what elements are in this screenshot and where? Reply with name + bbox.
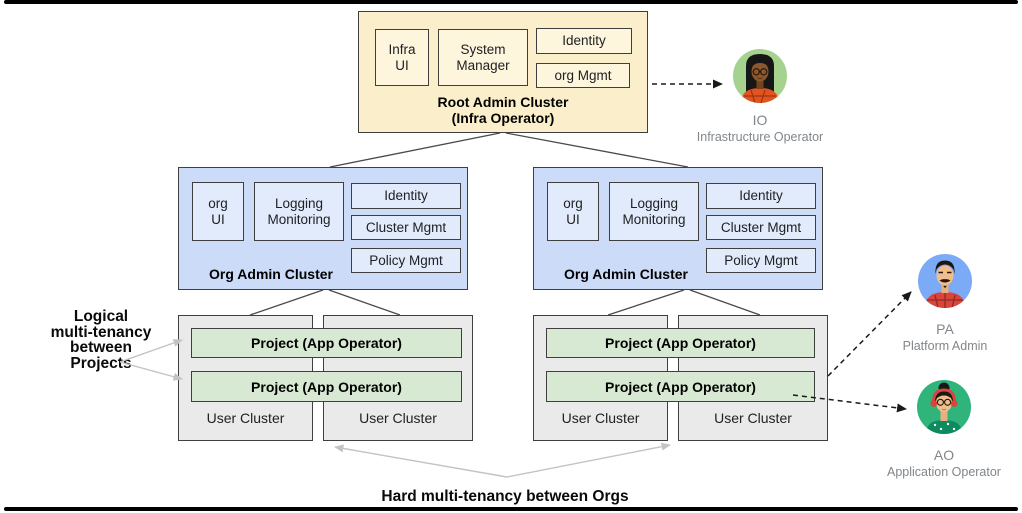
arrow-hard-tenancy-left [334,444,508,478]
hard-multitenancy-label: Hard multi-tenancy between Orgs [381,488,629,505]
org-cluster-title: Org Admin Cluster [564,266,688,282]
ao-avatar-icon [917,380,971,434]
component-policy-mgmt: Policy Mgmt [351,248,461,273]
component-identity: Identity [351,183,461,209]
line-orgleft-to-uc2 [328,289,401,316]
line-root-to-org-left [329,132,501,168]
user-cluster-label: User Cluster [561,410,640,426]
component-policy-mgmt: Policy Mgmt [706,248,816,273]
component-logging-monitoring-label: Logging Monitoring [622,195,686,227]
arrow-hard-tenancy-right [506,442,671,478]
component-policy-mgmt-label: Policy Mgmt [369,252,443,268]
component-org-ui-label: org UI [563,195,583,227]
line-orgleft-to-uc1 [249,289,324,316]
org-admin-cluster-right-box: org UI Logging Monitoring Identity Clust… [533,167,823,290]
ao-abbr: AO [933,447,955,463]
root-cluster-title-line2: (Infra Operator) [451,110,555,127]
component-infra-ui-label: Infra UI [388,41,416,73]
component-cluster-mgmt-label: Cluster Mgmt [365,219,447,235]
root-cluster-title: Root Admin Cluster (Infra Operator) [359,94,647,126]
io-role: Infrastructure Operator [696,130,824,144]
line-orgright-to-uc2 [689,289,761,316]
project-bar: Project (App Operator) [546,328,815,358]
top-edge-bar [4,0,1018,4]
user-cluster-label: User Cluster [206,410,285,426]
io-avatar-icon [733,49,787,103]
pa-abbr: PA [936,321,954,337]
component-infra-ui: Infra UI [375,29,429,86]
logical-label-line3: between [69,339,132,356]
org-admin-cluster-left-box: org UI Logging Monitoring Identity Clust… [178,167,468,290]
logical-label-line4: Projects [70,354,132,372]
component-policy-mgmt-label: Policy Mgmt [724,252,798,268]
line-orgright-to-uc1 [607,289,685,316]
io-abbr: IO [752,112,768,128]
component-cluster-mgmt-label: Cluster Mgmt [720,219,802,235]
component-logging-monitoring: Logging Monitoring [609,182,699,241]
component-identity-label: Identity [739,188,783,204]
project-bar: Project (App Operator) [191,371,462,402]
component-org-mgmt: org Mgmt [536,63,630,88]
line-root-to-org-right [505,132,689,168]
user-cluster-label: User Cluster [714,410,792,426]
component-logging-monitoring-label: Logging Monitoring [267,195,331,227]
root-admin-cluster-box: Infra UI System Manager Identity org Mgm… [358,11,648,133]
bottom-edge-bar [4,507,1018,511]
project-bar: Project (App Operator) [546,371,815,402]
component-identity-label: Identity [562,33,606,49]
component-org-ui: org UI [192,182,244,241]
pa-avatar-icon [918,254,972,308]
root-cluster-title-line1: Root Admin Cluster [437,94,569,110]
component-cluster-mgmt: Cluster Mgmt [351,215,461,240]
org-cluster-title: Org Admin Cluster [209,266,333,282]
component-cluster-mgmt: Cluster Mgmt [706,215,816,240]
component-org-ui: org UI [547,182,599,241]
component-org-ui-label: org UI [208,195,228,227]
component-system-manager: System Manager [438,29,528,86]
component-identity: Identity [536,28,632,54]
component-identity: Identity [706,183,816,209]
ao-role: Application Operator [887,465,1001,479]
pa-role: Platform Admin [902,339,988,353]
component-system-manager-label: System Manager [456,41,510,73]
logical-label-line2: multi-tenancy [50,323,152,341]
component-logging-monitoring: Logging Monitoring [254,182,344,241]
user-cluster-label: User Cluster [359,410,437,426]
component-identity-label: Identity [384,188,428,204]
logical-multitenancy-label: Logical multi-tenancy between Projects [20,309,182,371]
logical-label-line1: Logical [73,308,129,325]
component-org-mgmt-label: org Mgmt [554,67,612,83]
project-bar: Project (App Operator) [191,328,462,358]
